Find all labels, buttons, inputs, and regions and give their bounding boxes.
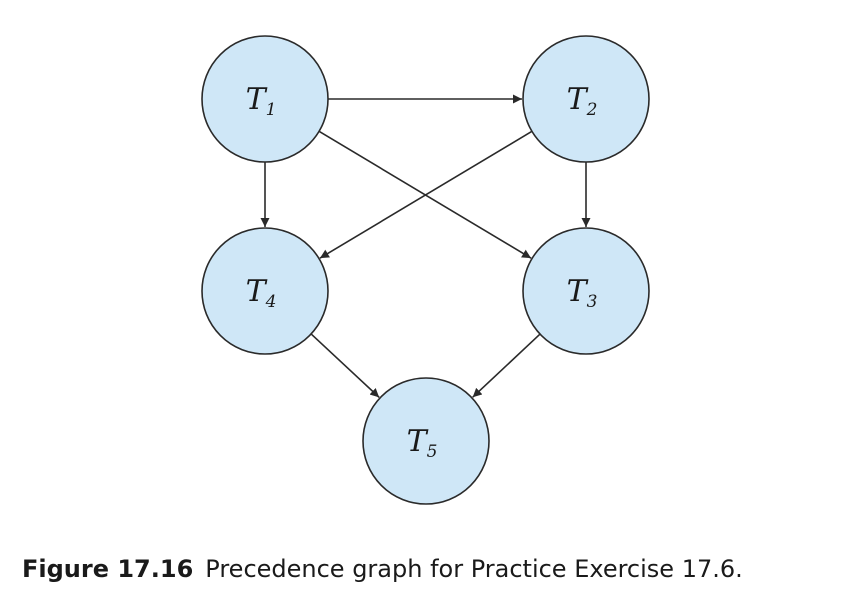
node-circle [522, 35, 650, 163]
node-t3: T3 [522, 227, 650, 355]
node-label: T1 [246, 82, 277, 120]
node-label: T5 [407, 424, 438, 462]
figure-number: Figure 17.16 [22, 555, 194, 583]
node-t1: T1 [201, 35, 329, 163]
node-circle [201, 35, 329, 163]
node-t5: T5 [362, 377, 490, 505]
node-label: T2 [567, 82, 598, 120]
node-label: T4 [246, 274, 277, 312]
node-circle [522, 227, 650, 355]
figure-caption: Figure 17.16 Precedence graph for Practic… [22, 555, 743, 583]
node-circle [362, 377, 490, 505]
node-t4: T4 [201, 227, 329, 355]
node-label: T3 [567, 274, 598, 312]
node-circle [201, 227, 329, 355]
figure-caption-text: Precedence graph for Practice Exercise 1… [205, 555, 743, 583]
edge-t2-to-t4 [319, 130, 533, 259]
edge-t3-to-t5 [472, 333, 541, 398]
node-t2: T2 [522, 35, 650, 163]
edge-t4-to-t5 [310, 333, 380, 398]
